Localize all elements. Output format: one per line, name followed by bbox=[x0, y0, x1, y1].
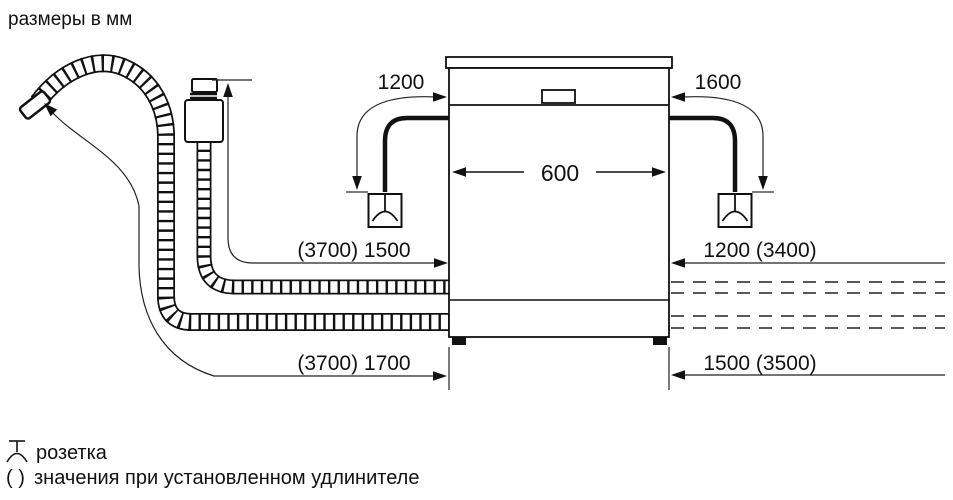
dim-right-bottom: 1500 (3500) bbox=[671, 352, 945, 380]
socket-legend-icon bbox=[6, 440, 28, 463]
dim-drain-hose: (3700) 1700 bbox=[44, 103, 447, 381]
arrowhead-right bbox=[652, 167, 666, 177]
socket-arc bbox=[371, 210, 399, 222]
arrowhead-down bbox=[758, 176, 768, 190]
door-handle bbox=[541, 89, 576, 104]
power-cord-right bbox=[666, 115, 738, 192]
arrowhead-up bbox=[223, 83, 233, 97]
arrowhead-right bbox=[433, 371, 447, 381]
dim-supply-hose: (3700) 1500 bbox=[212, 79, 448, 268]
foot-right bbox=[653, 337, 667, 345]
arrowhead-left bbox=[671, 92, 685, 102]
dishwasher-body bbox=[448, 67, 670, 338]
arrowhead-down bbox=[352, 176, 362, 190]
arrowhead-up-left bbox=[44, 103, 58, 117]
dim-cord-right: 1600 bbox=[671, 71, 774, 193]
dim-cord-left: 1200 bbox=[346, 71, 447, 193]
arrowhead-left bbox=[452, 167, 466, 177]
socket-symbol-left bbox=[367, 193, 403, 228]
drain-hose-end-fitting bbox=[18, 90, 52, 120]
arrowhead-right bbox=[434, 258, 448, 268]
dim-label-right-top: 1200 (3400) bbox=[703, 239, 816, 262]
dim-label-right-bottom: 1500 (3500) bbox=[703, 352, 816, 375]
worktop bbox=[445, 56, 673, 69]
arrowhead-left bbox=[671, 258, 685, 268]
legend: розетка ( ) значения при установленном у… bbox=[6, 440, 419, 489]
dim-label-supply-hose: (3700) 1500 bbox=[297, 239, 410, 262]
legend-values-label: значения при установленном удлинителе bbox=[34, 467, 419, 489]
supply-hose bbox=[196, 140, 452, 295]
dim-label-cord-left: 1200 bbox=[378, 71, 425, 94]
dim-right-top: 1200 (3400) bbox=[671, 239, 945, 268]
legend-socket-label: розетка bbox=[36, 442, 108, 464]
dim-label-width: 600 bbox=[541, 160, 579, 186]
arrowhead-left bbox=[671, 370, 685, 380]
dim-label-cord-right: 1600 bbox=[695, 71, 742, 94]
dashed-hose-extension bbox=[671, 281, 945, 329]
foot-left bbox=[452, 337, 466, 345]
dishwasher bbox=[445, 56, 673, 345]
arrowhead-right bbox=[433, 92, 447, 102]
valve-body bbox=[184, 99, 224, 143]
dim-label-drain-hose: (3700) 1700 bbox=[297, 352, 410, 375]
tap-fitting-cap bbox=[191, 78, 218, 93]
socket-symbol-right bbox=[717, 193, 753, 228]
drain-hose bbox=[30, 54, 452, 331]
dim-appliance-width: 600 bbox=[452, 160, 666, 186]
socket-arc bbox=[721, 210, 749, 222]
legend-values-key: ( ) bbox=[6, 467, 25, 489]
power-cord-left bbox=[382, 115, 452, 192]
page-title: размеры в мм bbox=[8, 9, 132, 30]
aquastop-valve bbox=[184, 78, 224, 143]
